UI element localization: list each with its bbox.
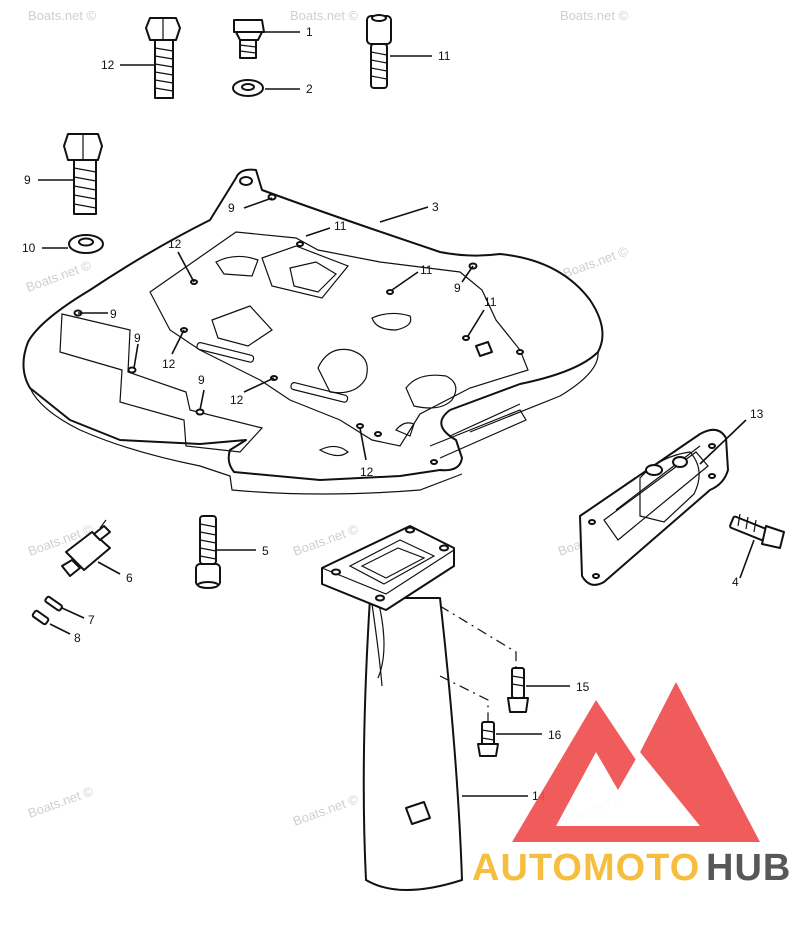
callout-12: 12 xyxy=(230,393,244,407)
callout-15: 15 xyxy=(576,680,590,694)
callout-4: 4 xyxy=(732,575,739,589)
callout-11: 11 xyxy=(438,49,451,63)
screw-part-15 xyxy=(507,667,529,713)
watermark: Boats.net © xyxy=(24,257,94,295)
bolt-part-9 xyxy=(63,133,103,215)
screw-part-16 xyxy=(477,721,499,757)
exhaust-cover-part-13 xyxy=(579,428,729,586)
exhaust-tube-part-14 xyxy=(321,525,463,891)
callout-12: 12 xyxy=(168,237,182,251)
screw-part-11 xyxy=(366,14,392,89)
callout-9: 9 xyxy=(198,373,205,387)
bolt-part-1 xyxy=(233,19,265,59)
logo-triangle-mark xyxy=(512,682,760,842)
rubber-mount-part-6 xyxy=(61,519,111,577)
callout-12: 12 xyxy=(162,357,176,371)
callout-7: 7 xyxy=(88,613,95,627)
callout-5: 5 xyxy=(262,544,269,558)
watermark: Boats.net © xyxy=(291,791,361,829)
automotohub-logo: AUTOMOTO HUB xyxy=(472,682,791,889)
callout-13: 13 xyxy=(750,407,764,421)
callout-9: 9 xyxy=(228,201,235,215)
callout-9: 9 xyxy=(24,173,31,187)
mounting-plate-part-3 xyxy=(22,168,604,495)
callout-9: 9 xyxy=(134,331,141,345)
callout-12: 12 xyxy=(360,465,374,479)
watermark: Boats.net © xyxy=(290,8,359,23)
callout-6: 6 xyxy=(126,571,133,585)
callout-16: 16 xyxy=(548,728,562,742)
callout-numbers: 12 1 2 11 9 10 3 9 11 12 11 9 11 9 9 12 … xyxy=(22,25,764,803)
bolt-part-5 xyxy=(195,515,221,589)
callout-11: 11 xyxy=(334,219,347,233)
callout-9: 9 xyxy=(110,307,117,321)
bolt-part-4 xyxy=(729,513,785,549)
callout-1: 1 xyxy=(306,25,313,39)
watermark: Boats.net © xyxy=(291,521,361,559)
callout-2: 2 xyxy=(306,82,313,96)
watermark: Boats.net © xyxy=(561,243,631,281)
logo-word-hub: HUB xyxy=(706,847,791,889)
pin-part-8 xyxy=(31,609,50,626)
callout-3: 3 xyxy=(432,200,439,214)
callout-10: 10 xyxy=(22,241,36,255)
callout-11: 11 xyxy=(484,295,497,309)
alignment-line xyxy=(439,675,489,726)
watermark: Boats.net © xyxy=(560,8,629,23)
watermark: Boats.net © xyxy=(28,8,97,23)
washer-part-10 xyxy=(68,234,104,254)
bolt-part-12 xyxy=(145,17,181,99)
callout-12: 12 xyxy=(101,58,115,72)
callout-8: 8 xyxy=(74,631,81,645)
alignment-line xyxy=(439,605,517,676)
washer-part-2 xyxy=(232,79,264,97)
callout-11: 11 xyxy=(420,263,433,277)
logo-word-automoto: AUTOMOTO xyxy=(472,847,700,889)
callout-9: 9 xyxy=(454,281,461,295)
leader-lines xyxy=(38,31,755,797)
watermark: Boats.net © xyxy=(26,783,96,821)
pin-part-7 xyxy=(44,595,63,612)
